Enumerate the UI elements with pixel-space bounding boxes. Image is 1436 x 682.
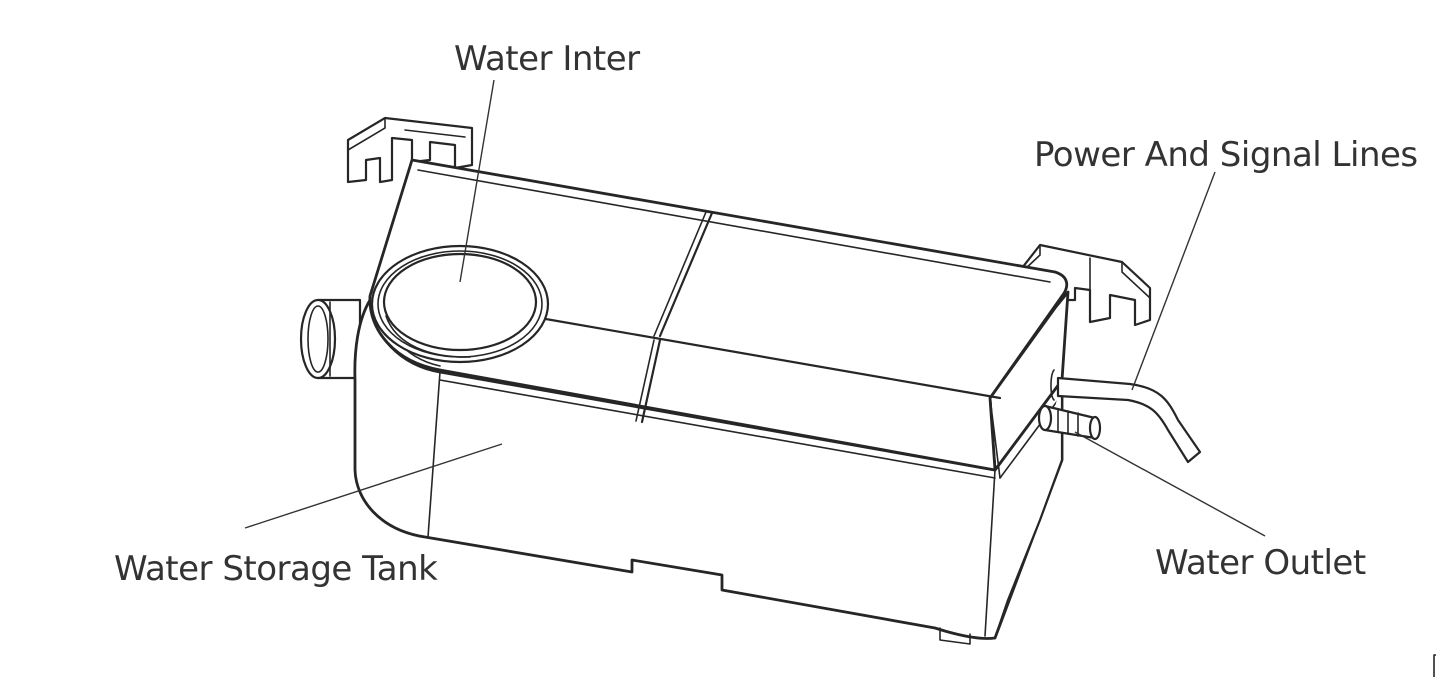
label-storage-tank: Water Storage Tank [114,549,438,589]
leader-lines [244,79,1266,537]
power-signal-cable [1050,369,1202,464]
left-side-pipe [299,298,362,380]
leader-water-inlet [459,79,495,283]
water-outlet-fitting [1037,404,1102,441]
corner-mark [1433,654,1436,678]
leader-power-signal [1131,171,1216,391]
water-inlet-cap [370,244,550,364]
leader-storage-tank [244,443,503,529]
label-water-outlet: Water Outlet [1155,543,1366,583]
left-mounting-bracket [346,116,474,184]
leader-water-outlet [1074,431,1266,537]
label-power-signal: Power And Signal Lines [1034,135,1418,175]
tank-top-lid [368,158,1069,479]
label-water-inlet: Water Inter [454,39,640,79]
